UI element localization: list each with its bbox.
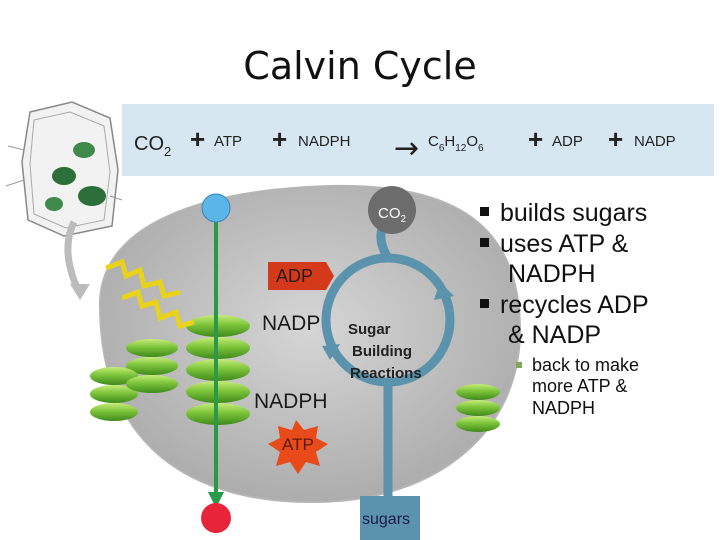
bullet-item: builds sugars (478, 198, 718, 229)
bullet-list: builds sugars uses ATP & NADPH recycles … (478, 198, 718, 419)
light-bolt-lower (121, 288, 195, 330)
slide-title: Calvin Cycle (243, 44, 477, 88)
eq-plus-1: + (190, 124, 205, 154)
adp-box (268, 262, 334, 290)
co2-label: CO2 (378, 205, 407, 225)
cycle-arrow-head (434, 282, 454, 300)
output-molecule-circle (201, 503, 231, 533)
atp-label: ATP (282, 435, 314, 454)
eq-glucose: C6H12O6 (428, 133, 484, 154)
reactions-line-1: Sugar (348, 321, 391, 338)
eq-plus-3: + (528, 124, 543, 154)
input-molecule-circle (201, 193, 231, 223)
co2-circle (368, 186, 416, 234)
bullet-square-icon (480, 298, 489, 308)
bullet-item: recycles ADP (478, 290, 718, 321)
eq-plus-4: + (608, 124, 623, 154)
bullet-item: uses ATP & (478, 229, 718, 260)
cycle-arrow-head-left (322, 344, 340, 360)
nadp-label: NADP (262, 312, 320, 335)
eq-nadp: NADP (634, 133, 676, 150)
reactions-line-3: Reactions (350, 365, 422, 382)
nadph-label: NADPH (254, 390, 328, 413)
plant-cell-illustration (5, 101, 123, 300)
thylakoid-stack-right (456, 384, 500, 432)
sub-bullet-item: back to make more ATP & NADPH (478, 355, 718, 420)
bullet-continuation: NADPH (508, 260, 596, 288)
reactions-line-2: Building (352, 343, 412, 360)
eq-adp: ADP (552, 133, 583, 150)
equation: CO2 + ATP + NADPH → C6H12O6 + ADP + NADP (134, 124, 676, 166)
sugars-label: sugars (362, 511, 410, 528)
sub-bullet-square-icon (516, 361, 522, 368)
eq-nadph: NADPH (298, 133, 351, 150)
sugars-box (360, 496, 420, 540)
bullet-continuation: & NADP (508, 321, 602, 349)
atp-burst (268, 420, 328, 474)
light-bolt-upper (105, 258, 181, 300)
eq-plus-2: + (272, 124, 287, 154)
eq-arrow: → (394, 131, 419, 166)
eq-co2: CO2 (134, 133, 171, 159)
bullet-square-icon (480, 237, 489, 247)
adp-label: ADP (276, 266, 313, 286)
equation-band (122, 104, 714, 176)
thylakoid-stack-left (90, 339, 178, 421)
eq-atp: ATP (214, 133, 242, 150)
bullet-square-icon (480, 207, 489, 216)
